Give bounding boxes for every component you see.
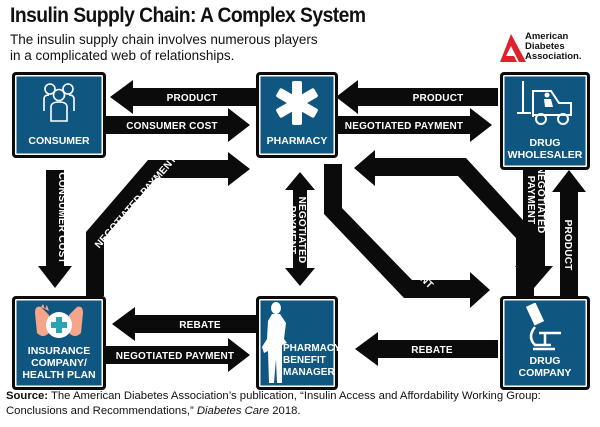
flow-label-product-4: PRODUCT [562, 220, 573, 271]
arrow-wholesaler-to-drug-company [515, 170, 553, 288]
flow-label-rebate-2: REBATE [411, 345, 453, 356]
node-pharmacy-benefit-manager[interactable]: PHARMACY BENEFIT MANAGER [256, 296, 341, 390]
flow-label-consumer-cost-vertical: CONSUMER COST [56, 172, 67, 264]
flow-label-negotiated-payment-4: NEGOTIATED PAYMENT [116, 351, 234, 362]
arrow-wholesaler-to-pharmacy [336, 80, 498, 114]
source-year: 2018. [269, 405, 301, 417]
flow-label-payment-vertical: PAYMENT [286, 206, 297, 255]
arrow-drug-company-to-pbm [355, 332, 498, 366]
logo-line-2: Diabetes [525, 41, 565, 52]
node-consumer-label: CONSUMER [28, 135, 90, 147]
node-drug-company[interactable]: DRUG COMPANY [500, 296, 590, 390]
microscope-icon [525, 303, 561, 351]
ada-triangle-icon [500, 34, 526, 62]
arrow-pharmacy-to-wholesaler [332, 108, 492, 142]
arrow-pharmacy-to-consumer [110, 80, 258, 114]
node-drug-company-label: DRUG COMPANY [518, 355, 572, 379]
node-insurance-label: INSURANCE COMPANY/ HEALTH PLAN [22, 345, 96, 381]
forklift-icon [517, 81, 572, 125]
flow-label-payment-vertical-2: PAYMENT [525, 176, 536, 225]
person-silhouette-icon [262, 302, 287, 383]
flow-label-product-2: PRODUCT [413, 93, 464, 104]
flow-label-negotiated-vertical: NEGOTIATED [296, 197, 307, 264]
node-consumer[interactable]: CONSUMER [12, 72, 106, 158]
page-title: Insulin Supply Chain: A Complex System [10, 4, 366, 27]
arrow-insurance-to-pbm [104, 338, 250, 372]
flow-label-product-1: PRODUCT [167, 93, 218, 104]
arrow-pharmacy-to-drug-company [324, 164, 490, 308]
arrow-pharmacy-pbm [285, 172, 315, 286]
node-pharmacy-label: PHARMACY [266, 135, 328, 147]
node-pbm-label: PHARMACY BENEFIT MANAGER [283, 343, 341, 378]
arrow-consumer-to-pharmacy [105, 108, 250, 142]
logo-line-1: American [525, 31, 569, 42]
asterisk-star-icon [276, 81, 318, 125]
arrow-drug-company-to-wholesaler [552, 170, 586, 296]
node-insurance-company[interactable]: INSURANCE COMPANY/ HEALTH PLAN [12, 296, 106, 390]
arrow-drug-company-to-pharmacy [354, 150, 534, 300]
flow-label-rebate-1: REBATE [179, 320, 221, 331]
arrow-insurance-to-pharmacy [86, 152, 250, 296]
flow-label-negotiated-vertical-2: NEGOTIATED [535, 167, 546, 234]
node-drug-wholesaler[interactable]: DRUG WHOLESALER [500, 72, 590, 170]
node-pharmacy[interactable]: PHARMACY [256, 72, 338, 158]
people-group-icon [43, 83, 75, 122]
flow-label-negotiated-payment-1: NEGOTIATED PAYMENT [345, 121, 463, 132]
source-journal: Diabetes Care [196, 405, 270, 417]
arrow-consumer-to-insurance [38, 170, 72, 288]
ada-logo: American Diabetes Association. [500, 32, 595, 64]
node-drug-wholesaler-label: DRUG WHOLESALER [507, 137, 583, 161]
hands-medical-cross-icon [35, 304, 83, 338]
page-subtitle: The insulin supply chain involves numero… [10, 32, 318, 63]
flow-label-negotiated-payment-2: NEGOTIATED PAYMENT [93, 154, 179, 251]
arrow-pbm-to-insurance [112, 307, 258, 341]
source-citation: Source: The American Diabetes Associatio… [6, 389, 596, 419]
flow-label-consumer-cost: CONSUMER COST [126, 121, 218, 132]
source-label: Source: [6, 390, 49, 402]
logo-line-3: Association. [525, 51, 582, 62]
source-text: The American Diabetes Association’s publ… [6, 390, 541, 417]
